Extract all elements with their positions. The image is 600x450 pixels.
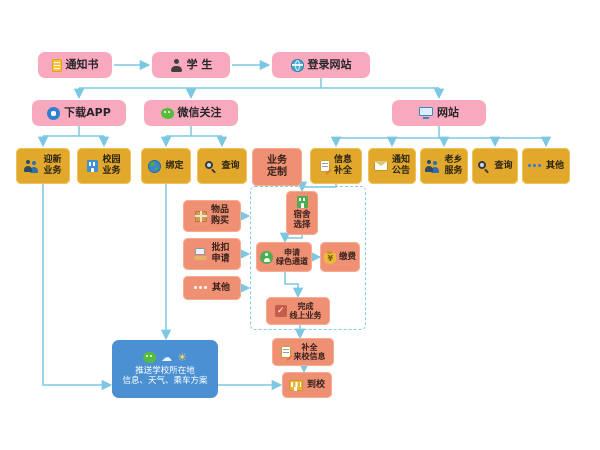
node-label: 到校 xyxy=(306,379,325,390)
node-label: 完成 线上业务 xyxy=(289,301,322,320)
node-label: 缴费 xyxy=(338,251,356,262)
form-pencil-icon xyxy=(319,160,330,172)
node-info-complete: 信息 补全 xyxy=(310,148,362,184)
node-label: 登录网站 xyxy=(307,57,352,71)
node-business-custom: 业务 定制 xyxy=(252,148,302,186)
wechat-icon xyxy=(160,107,174,119)
globe-icon xyxy=(290,58,304,72)
node-label: 其他 xyxy=(211,282,230,293)
envelope-icon xyxy=(373,161,388,171)
people-icon xyxy=(24,160,39,172)
node-label: 通知 公告 xyxy=(391,155,410,176)
node-label: 申请 绿色通道 xyxy=(276,247,308,266)
node-query-wechat: 查询 xyxy=(197,148,247,184)
node-item-purchase: 物品 购买 xyxy=(183,200,241,232)
node-hometown-service: 老乡 服务 xyxy=(420,148,468,184)
node-website: 网站 xyxy=(392,100,486,126)
node-label: 绑定 xyxy=(165,160,184,171)
node-pay-fee: 缴费 xyxy=(320,242,360,272)
node-dorm-select: 宿舍 选择 xyxy=(286,191,318,235)
node-complete-arrival-info: 补全 来校信息 xyxy=(272,338,334,366)
app-icon xyxy=(47,106,61,120)
parcel-icon xyxy=(194,210,207,222)
node-label: 通知书 xyxy=(65,57,99,71)
node-label: 其他 xyxy=(545,160,564,171)
node-student: 学 生 xyxy=(152,52,230,78)
node-wechat-follow: 微信关注 xyxy=(144,100,238,126)
node-arrive-school: 到校 xyxy=(282,372,332,398)
dorm-icon xyxy=(296,195,308,208)
node-other-web: 其他 xyxy=(522,148,570,184)
node-label: 校园 业务 xyxy=(102,155,121,176)
node-label: 补全 来校信息 xyxy=(293,342,326,361)
node-campus-business: 校园 业务 xyxy=(77,148,131,184)
node-label: 推送学校所在地 信息、天气、乘车方案 xyxy=(122,365,208,386)
sun-icon: ☀ xyxy=(177,350,187,364)
magnifier-icon xyxy=(204,160,217,173)
building-icon xyxy=(87,160,99,172)
people-icon xyxy=(425,160,440,172)
school-icon xyxy=(288,379,303,391)
dots-icon xyxy=(193,286,208,290)
node-label: 物品 购买 xyxy=(210,205,229,226)
check-book-icon xyxy=(274,305,287,317)
arrow-group xyxy=(37,59,552,391)
magnifier-icon xyxy=(477,160,490,173)
node-label: 宿舍 选择 xyxy=(293,209,311,230)
node-label: 查询 xyxy=(494,160,513,171)
form-pencil-icon xyxy=(280,346,291,358)
node-label: 查询 xyxy=(221,160,240,171)
node-label: 微信关注 xyxy=(177,105,222,119)
node-download-app: 下载APP xyxy=(32,100,126,126)
monitor-icon xyxy=(419,107,433,119)
moneybag-icon xyxy=(323,250,336,264)
node-green-channel-apply: 申请 绿色通道 xyxy=(256,242,312,272)
node-welcome-business: 迎新 业务 xyxy=(16,148,70,184)
green-person-icon xyxy=(260,250,273,264)
node-notice-announcement: 通知 公告 xyxy=(368,148,416,184)
node-complete-online-business: 完成 线上业务 xyxy=(266,297,330,325)
node-login-website: 登录网站 xyxy=(272,52,370,78)
earth-icon xyxy=(148,159,162,173)
student-icon xyxy=(170,58,183,72)
node-other-mid: 其他 xyxy=(183,276,241,300)
node-label: 学 生 xyxy=(186,57,213,71)
node-label: 迎新 业务 xyxy=(43,155,62,176)
node-label: 批扣 申请 xyxy=(211,243,230,264)
cloud-icon: ☁ xyxy=(161,350,173,364)
node-label: 网站 xyxy=(437,105,459,119)
node-query-web: 查询 xyxy=(472,148,518,184)
node-batch-deduct-apply: 批扣 申请 xyxy=(183,238,241,270)
node-push-local-info: ☁ ☀ 推送学校所在地 信息、天气、乘车方案 xyxy=(112,340,218,398)
hand-card-icon xyxy=(194,248,208,260)
node-bind: 绑定 xyxy=(141,148,191,184)
push-info-icons: ☁ ☀ xyxy=(143,350,187,364)
node-label: 下载APP xyxy=(64,105,111,119)
node-label: 信息 补全 xyxy=(333,155,352,176)
business-custom-dashed-area xyxy=(250,186,366,330)
node-notification-letter: 通知书 xyxy=(38,52,112,78)
dots-icon xyxy=(527,164,542,168)
node-label: 业务 定制 xyxy=(267,155,287,178)
node-label: 老乡 服务 xyxy=(444,155,463,176)
wechat-icon xyxy=(143,351,157,363)
document-icon xyxy=(51,58,62,72)
